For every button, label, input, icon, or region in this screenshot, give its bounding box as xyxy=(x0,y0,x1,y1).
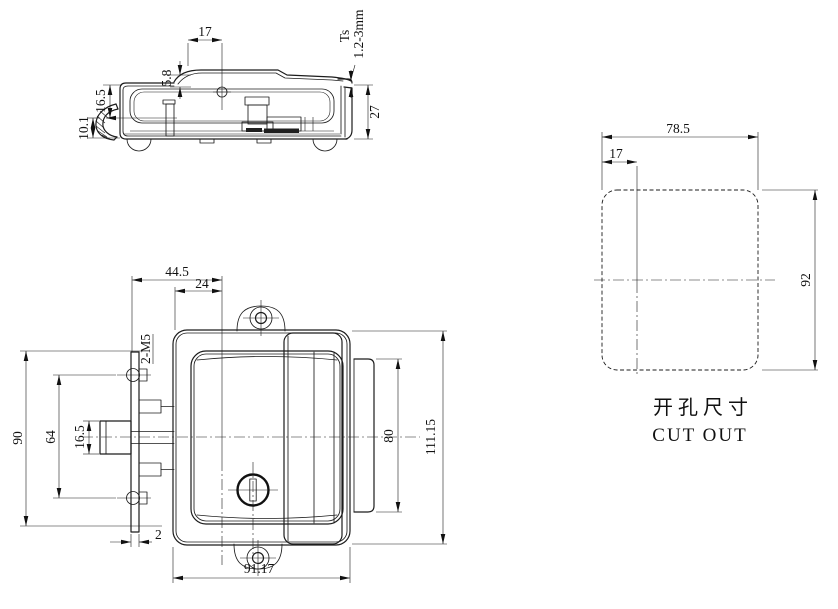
dim-offset-a: 44.5 xyxy=(131,264,222,352)
panel-thickness-value: 1.2-3mm xyxy=(351,9,366,59)
body-outline xyxy=(119,82,348,140)
dim-label: 90 xyxy=(10,431,25,445)
dim-label: 64 xyxy=(43,430,58,444)
cutout-view: 78.5 17 92 开孔尺寸 CUT OUT xyxy=(594,121,818,446)
mounting-plate xyxy=(117,351,175,547)
flange-body xyxy=(172,329,351,546)
dim-label: 91.17 xyxy=(244,561,275,576)
dim-label: 16.5 xyxy=(93,89,108,113)
dim-paddle-width: 17 xyxy=(187,24,223,110)
dim-paddle-height: 5.8 xyxy=(159,61,191,99)
dim-label: 17 xyxy=(609,146,623,161)
centerlines xyxy=(82,276,420,565)
dim-body-height: 16.5 xyxy=(87,84,122,119)
dim-total-width: 91.17 xyxy=(172,547,351,583)
pawl-cam xyxy=(99,420,175,455)
panel-flange xyxy=(337,78,353,140)
handle-grip xyxy=(283,332,343,545)
dim-label: 16.5 xyxy=(72,425,87,449)
panel-thickness-label: Ts xyxy=(337,30,352,43)
cutout-title-en: CUT OUT xyxy=(652,425,747,446)
dim-pawl-height: 16.5 xyxy=(72,420,99,455)
latch-mechanism xyxy=(162,96,314,137)
dim-label: 44.5 xyxy=(165,264,189,279)
dim-label: 5.8 xyxy=(159,69,174,86)
paddle-profile xyxy=(173,69,352,85)
dim-panel-thickness: Ts 1.2-3mm xyxy=(337,9,366,98)
dim-housing-height: 80 xyxy=(376,358,402,513)
dim-cutout-offset: 17 xyxy=(602,146,637,165)
stud-label: 2-M5 xyxy=(138,334,153,364)
dim-label: 24 xyxy=(195,276,209,291)
dim-label: 80 xyxy=(381,429,396,443)
dim-cutout-width: 78.5 xyxy=(601,121,759,190)
dim-label: 17 xyxy=(198,24,212,39)
dim-label: 78.5 xyxy=(666,121,690,136)
dim-label: 2 xyxy=(155,527,162,542)
mounting-feet xyxy=(126,138,338,152)
cutout-centerlines xyxy=(594,166,775,376)
dim-base-height: 10.1 xyxy=(76,116,120,140)
dim-label: 111.15 xyxy=(423,419,438,455)
dim-cutout-height: 92 xyxy=(762,189,818,371)
dim-total-height: 111.15 xyxy=(352,330,447,545)
front-view: 44.5 24 2-M5 90 64 16.5 xyxy=(10,264,447,583)
bottom-mounting-ear xyxy=(233,540,283,576)
recess xyxy=(190,350,344,525)
key-cylinder xyxy=(228,462,278,556)
dim-label: 92 xyxy=(798,273,813,287)
dim-plate-height: 90 xyxy=(10,350,162,527)
dim-label: 10.1 xyxy=(76,116,91,140)
dim-plate-thickness: 2 xyxy=(110,527,162,545)
dim-offset-b: 24 xyxy=(174,276,222,330)
dim-stud-spacing: 64 xyxy=(43,374,116,499)
dim-label: 27 xyxy=(367,105,382,119)
label-studs: 2-M5 xyxy=(138,334,154,364)
cutout-title-cn: 开孔尺寸 xyxy=(653,396,753,419)
top-mounting-ear xyxy=(236,300,286,336)
side-view: 17 5.8 16.5 10.1 Ts 1.2-3mm xyxy=(76,9,382,152)
rear-housing xyxy=(353,358,375,513)
dim-depth: 27 xyxy=(354,84,382,140)
